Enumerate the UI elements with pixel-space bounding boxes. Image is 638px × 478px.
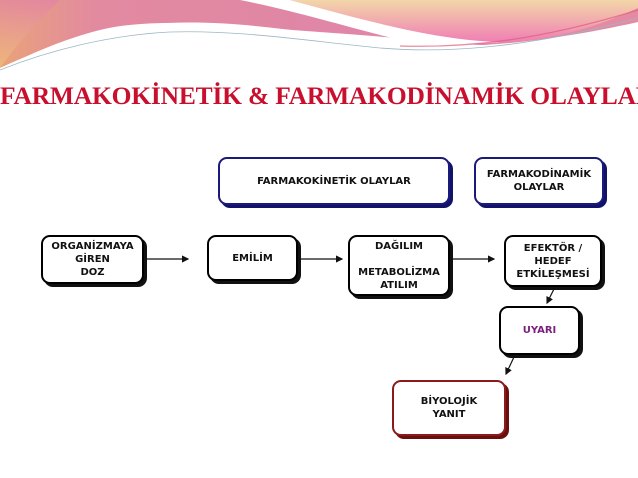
node-effector-line1: EFEKTÖR / bbox=[523, 242, 583, 254]
slide-title: FARMAKOKİNETİK & FARMAKODİNAMİK OLAYLAR bbox=[0, 81, 638, 110]
node-effector-line2: HEDEF bbox=[534, 255, 572, 267]
node-response-line2: YANIT bbox=[432, 409, 466, 420]
node-absorption-label: EMİLİM bbox=[232, 252, 273, 264]
node-stimulus-label: UYARI bbox=[522, 325, 557, 336]
node-stimulus: UYARI bbox=[499, 306, 580, 355]
node-dose-line1: ORGANİZMAYA bbox=[51, 241, 134, 252]
node-dose-line3: DOZ bbox=[80, 267, 105, 278]
pharmacokinetic-header-label: FARMAKOKİNETİK OLAYLAR bbox=[257, 175, 411, 187]
header-wave-decoration bbox=[0, 0, 638, 80]
arrow-effector-to-stimulus bbox=[546, 288, 555, 305]
node-distribution-line1: DAĞILIM bbox=[374, 241, 423, 252]
pharmacodynamic-header-line1: FARMAKODİNAMİK bbox=[486, 169, 592, 180]
pharmacodynamic-header-line2: OLAYLAR bbox=[513, 182, 565, 193]
pharmacokinetic-events-header: FARMAKOKİNETİK OLAYLAR bbox=[218, 157, 450, 205]
pharmacodynamic-events-header: FARMAKODİNAMİK OLAYLAR bbox=[474, 157, 604, 205]
node-distribution-line3: ATILIM bbox=[380, 280, 418, 291]
node-effector-target-interaction: EFEKTÖR / HEDEF ETKİLEŞMESİ bbox=[504, 235, 602, 287]
arrow-stimulus-to-response bbox=[505, 356, 515, 376]
node-absorption: EMİLİM bbox=[207, 235, 298, 281]
node-distribution-metabolism-excretion: DAĞILIM METABOLİZMA ATILIM bbox=[348, 235, 450, 296]
node-dose-line2: GİREN bbox=[75, 254, 110, 265]
node-biological-response: BİYOLOJİK YANIT bbox=[392, 380, 506, 436]
node-administered-dose: ORGANİZMAYA GİREN DOZ bbox=[41, 235, 144, 284]
node-effector-line3: ETKİLEŞMESİ bbox=[516, 268, 590, 280]
node-distribution-line2: METABOLİZMA bbox=[358, 267, 440, 278]
node-response-line1: BİYOLOJİK bbox=[420, 396, 478, 407]
